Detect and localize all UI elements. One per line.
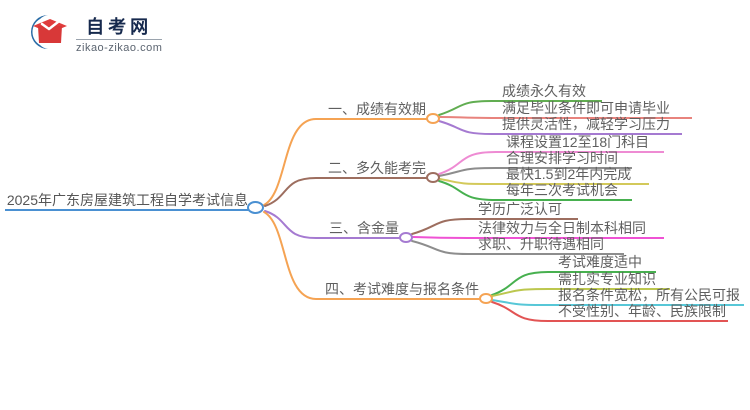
root-node: 2025年广东房屋建筑工程自学考试信息 — [5, 192, 254, 211]
leaf-node: 学历广泛认可 — [468, 201, 578, 220]
connector-b1-l2 — [439, 116, 493, 119]
branch-4-toggle — [479, 293, 493, 304]
branch-node-2: 二、多久能考完 — [316, 160, 432, 179]
leaf-node: 合理安排学习时间 — [496, 150, 632, 169]
leaf-node: 法律效力与全日制本科相同 — [468, 220, 664, 239]
connector-b2-l2 — [438, 167, 497, 177]
connector-b4-l2 — [491, 288, 549, 297]
branch-node-4: 四、考试难度与报名条件 — [316, 281, 485, 300]
leaf-node: 满足毕业条件即可申请毕业 — [492, 100, 692, 119]
connector-b1-l1 — [438, 100, 493, 116]
branch-1-toggle — [426, 113, 440, 124]
leaf-node: 考试难度适中 — [548, 254, 656, 273]
connector-b4-l3 — [491, 299, 549, 306]
connector-b3-l3 — [411, 240, 469, 255]
leaf-node: 需扎实专业知识 — [548, 271, 670, 290]
branch-2-toggle — [426, 172, 440, 183]
connector-b2-l1 — [438, 151, 497, 175]
connector-root-b3 — [264, 210, 317, 239]
leaf-node: 不受性别、年龄、民族限制 — [548, 303, 728, 322]
connector-root-b4 — [263, 211, 317, 300]
site-name: 自考网 — [86, 16, 153, 37]
connector-b3-l2 — [412, 236, 469, 239]
leaf-node: 课程设置12至18门科目 — [496, 134, 664, 153]
connector-b2-l4 — [438, 180, 497, 201]
branch-node-1: 一、成绩有效期 — [316, 101, 432, 120]
leaf-node: 每年三次考试机会 — [496, 182, 632, 201]
leaf-node: 提供灵活性，减轻学习压力 — [492, 116, 682, 135]
leaf-node: 最快1.5到2年内完成 — [496, 166, 649, 185]
connector-b1-l3 — [438, 120, 493, 135]
connector-root-b1 — [263, 118, 317, 206]
root-node-toggle — [247, 201, 264, 214]
leaf-node: 成绩永久有效 — [492, 83, 602, 102]
connector-root-b2 — [264, 177, 317, 207]
connector-b4-l4 — [491, 301, 549, 322]
connector-b4-l1 — [491, 271, 549, 296]
site-domain: zikao-zikao.com — [76, 41, 163, 54]
site-logo[interactable]: 自考网 zikao-zikao.com — [28, 12, 163, 57]
graduation-cap-icon — [28, 12, 68, 57]
branch-3-toggle — [399, 232, 413, 243]
logo-divider — [76, 38, 163, 40]
leaf-node: 求职、升职待遇相同 — [468, 236, 624, 255]
connector-b3-l1 — [411, 218, 469, 235]
branch-node-3: 三、含金量 — [316, 220, 405, 239]
connector-b2-l3 — [439, 178, 497, 185]
leaf-node: 报名条件宽松，所有公民可报 — [548, 287, 744, 306]
